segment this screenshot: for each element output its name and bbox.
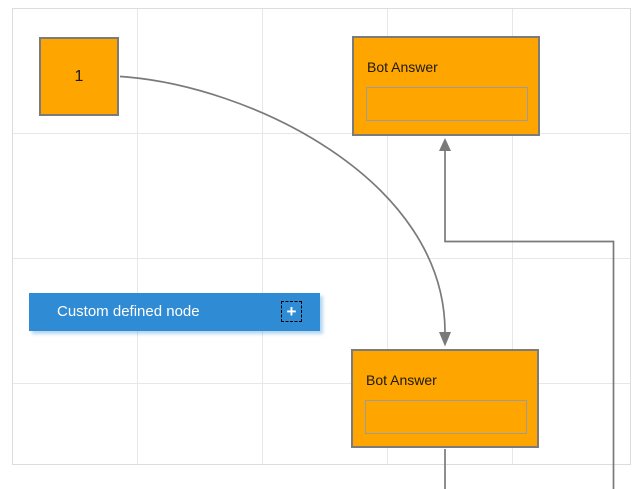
- node-custom-label: Custom defined node: [57, 303, 200, 320]
- node-custom-defined[interactable]: Custom defined node +: [29, 293, 320, 331]
- add-port-button[interactable]: +: [281, 301, 302, 322]
- node-title: Bot Answer: [367, 59, 438, 75]
- bot-answer-input[interactable]: [365, 400, 527, 434]
- node-title: Bot Answer: [366, 372, 437, 388]
- node-bot-answer-bottom[interactable]: Bot Answer: [351, 349, 539, 448]
- node-bot-answer-top[interactable]: Bot Answer: [352, 36, 540, 136]
- node-start[interactable]: 1: [39, 37, 119, 116]
- bot-answer-input[interactable]: [366, 87, 528, 121]
- node-start-label: 1: [74, 67, 84, 85]
- plus-icon: +: [286, 302, 297, 321]
